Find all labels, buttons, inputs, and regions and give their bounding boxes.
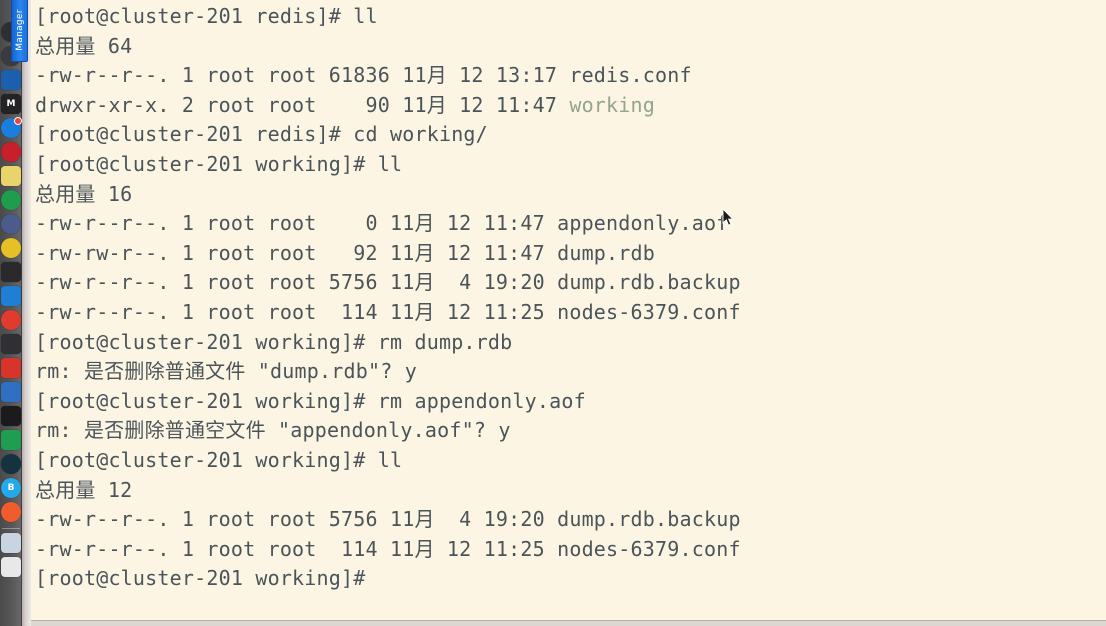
dock-icon-chrome[interactable] xyxy=(1,310,21,330)
terminal-window[interactable]: [root@cluster-201 redis]# ll 总用量 64 -rw-r-… xyxy=(31,0,1106,620)
terminal-text: [root@cluster-201 working]# rm appendonl… xyxy=(35,388,586,413)
dock-icon-green-round[interactable] xyxy=(1,190,21,210)
terminal-line: -rw-r--r--. 1 root root 5756 11月 4 19:20… xyxy=(35,268,1106,298)
dock-icon-dark-m-glyph: M xyxy=(6,99,16,109)
terminal-text: [root@cluster-201 redis]# cd working/ xyxy=(35,122,488,147)
directory-name: working xyxy=(569,92,656,117)
terminal-line: [root@cluster-201 redis]# cd working/ xyxy=(35,120,1106,150)
terminal-output: [root@cluster-201 redis]# ll 总用量 64 -rw-r-… xyxy=(35,2,1106,594)
terminal-line: drwxr-xr-x. 2 root root 90 11月 12 11:47 … xyxy=(35,91,1106,121)
terminal-line: [root@cluster-201 working]# rm dump.rdb xyxy=(35,328,1106,358)
terminal-text: -rw-r--r--. 1 root root 114 11月 12 11:25… xyxy=(35,536,741,561)
dock-icon-green-square[interactable] xyxy=(1,430,21,450)
dock-icon-yellow-round[interactable] xyxy=(1,238,21,258)
terminal-text: drwxr-xr-x. 2 root root 90 11月 12 11:47 xyxy=(35,92,570,117)
dock-icon-red-app[interactable] xyxy=(1,142,21,162)
terminal-line: -rw-r--r--. 1 root root 0 11月 12 11:47 a… xyxy=(35,209,1106,239)
terminal-line: [root@cluster-201 working]# ll xyxy=(35,150,1106,180)
dock-icon-messenger-badge xyxy=(14,117,22,125)
terminal-text: -rw-r--r--. 1 root root 0 11月 12 11:47 a… xyxy=(35,211,729,236)
terminal-text: 总用量 16 xyxy=(35,181,133,206)
terminal-line: rm: 是否删除普通文件 "dump.rdb"? y xyxy=(35,357,1106,387)
dock-icon-blue-white[interactable] xyxy=(1,382,21,402)
terminal-text: rm: 是否删除普通文件 "dump.rdb"? y xyxy=(35,359,417,384)
terminal-text: [root@cluster-201 working]# ll xyxy=(35,447,403,472)
dock-icon-dark-teal-round[interactable] xyxy=(1,454,21,474)
dock-icon-messenger[interactable] xyxy=(1,117,22,138)
dock-icon-terminal-dark[interactable] xyxy=(1,262,21,282)
dock-icon-dark-square[interactable] xyxy=(1,334,21,354)
dock-icon-bilibili[interactable]: B xyxy=(1,478,21,498)
terminal-line: [root@cluster-201 working]# rm appendonl… xyxy=(35,387,1106,417)
terminal-text: -rw-r--r--. 1 root root 61836 11月 12 13:… xyxy=(35,63,692,88)
terminal-bottom-edge xyxy=(31,620,1106,626)
terminal-line: [root@cluster-201 redis]# ll xyxy=(35,2,1106,32)
terminal-line: -rw-r--r--. 1 root root 5756 11月 4 19:20… xyxy=(35,505,1106,535)
terminal-text: 总用量 12 xyxy=(35,477,133,502)
terminal-text: [root@cluster-201 working]# xyxy=(35,566,378,591)
terminal-line: -rw-rw-r--. 1 root root 92 11月 12 11:47 … xyxy=(35,239,1106,269)
manager-tab[interactable]: Manager xyxy=(11,0,28,62)
dock-icon-bilibili-glyph: B xyxy=(7,483,15,493)
terminal-text: [root@cluster-201 working]# ll xyxy=(35,151,403,176)
dock-icon-orange-round[interactable] xyxy=(1,502,21,522)
terminal-line: [root@cluster-201 working]# xyxy=(35,564,1106,594)
terminal-text: [root@cluster-201 working]# rm dump.rdb xyxy=(35,329,513,354)
manager-tab-label: Manager xyxy=(14,9,25,51)
terminal-line: -rw-r--r--. 1 root root 114 11月 12 11:25… xyxy=(35,298,1106,328)
dock-icon-trash[interactable] xyxy=(1,557,21,577)
dock-icon-sticky-note[interactable] xyxy=(1,166,21,186)
dock-icon-screenshot-thumb[interactable] xyxy=(1,533,21,553)
terminal-text: -rw-r--r--. 1 root root 114 11月 12 11:25… xyxy=(35,299,741,324)
dock-icon-dark-m[interactable]: M xyxy=(1,94,21,114)
terminal-line: 总用量 12 xyxy=(35,476,1106,506)
dock-icon-blue-app[interactable] xyxy=(1,70,21,90)
terminal-text: [root@cluster-201 redis]# ll xyxy=(35,4,378,28)
terminal-line: 总用量 16 xyxy=(35,180,1106,210)
terminal-text: -rw-r--r--. 1 root root 5756 11月 4 19:20… xyxy=(35,270,741,295)
terminal-text: 总用量 64 xyxy=(35,33,133,58)
dock-icon-black-square[interactable] xyxy=(1,406,21,426)
dock-icon-photos[interactable] xyxy=(1,214,21,234)
dock-separator xyxy=(2,528,20,529)
dock-terminal-gutter xyxy=(22,0,31,626)
dock-icon-red-square[interactable] xyxy=(1,358,21,378)
terminal-line: rm: 是否删除普通空文件 "appendonly.aof"? y xyxy=(35,416,1106,446)
terminal-text: -rw-rw-r--. 1 root root 92 11月 12 11:47 … xyxy=(35,240,656,265)
terminal-line: 总用量 64 xyxy=(35,32,1106,62)
dock-icon-blue-square[interactable] xyxy=(1,286,21,306)
terminal-line: [root@cluster-201 working]# ll xyxy=(35,446,1106,476)
terminal-text: -rw-r--r--. 1 root root 5756 11月 4 19:20… xyxy=(35,507,741,532)
terminal-line: -rw-r--r--. 1 root root 61836 11月 12 13:… xyxy=(35,61,1106,91)
terminal-line: -rw-r--r--. 1 root root 114 11月 12 11:25… xyxy=(35,535,1106,565)
terminal-text: rm: 是否删除普通空文件 "appendonly.aof"? y xyxy=(35,418,511,443)
